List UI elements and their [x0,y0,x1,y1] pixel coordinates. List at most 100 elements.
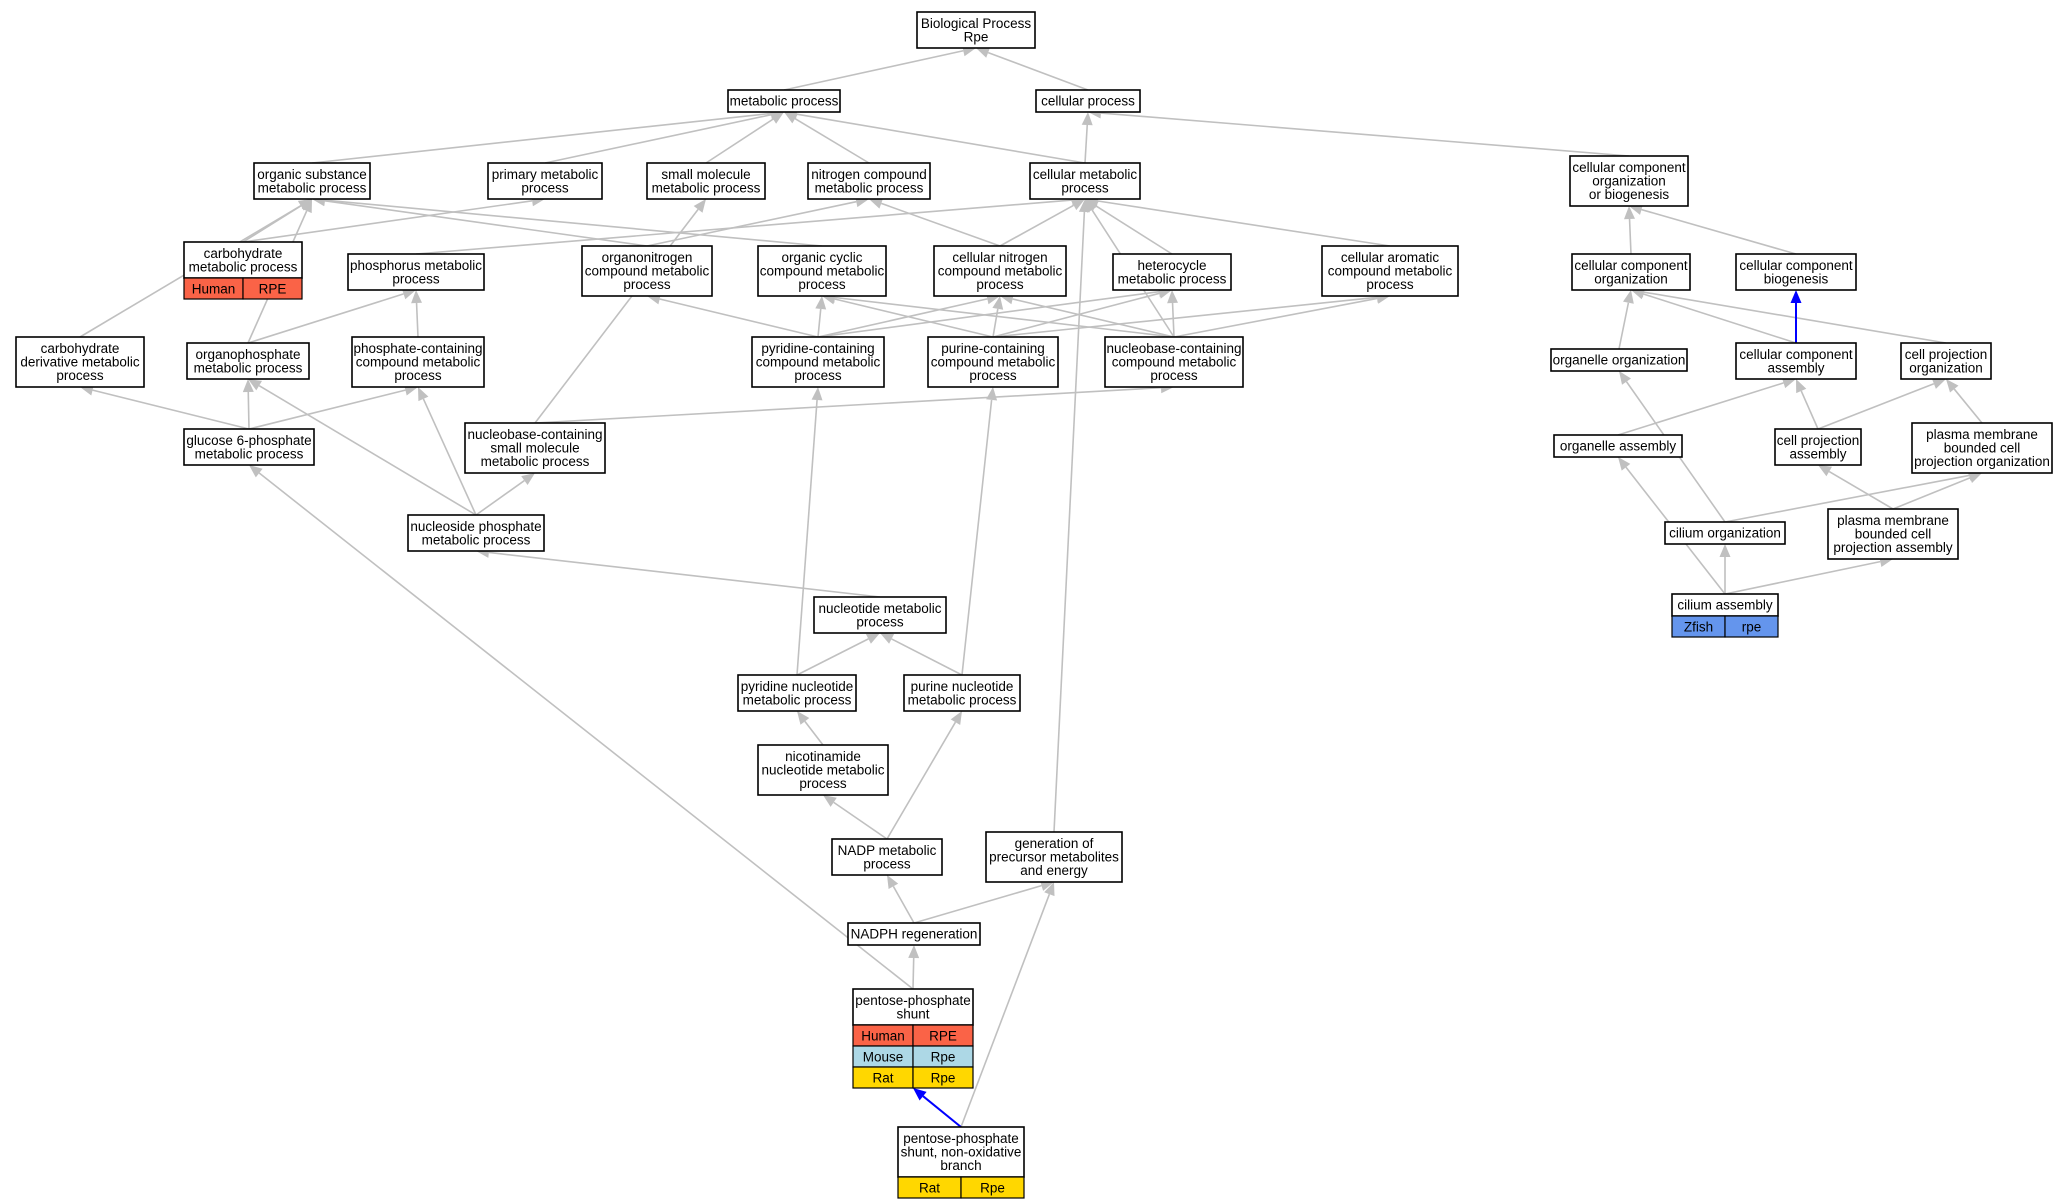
node-label: assembly [1767,360,1824,375]
node-nadph[interactable]: NADPH regeneration [847,922,981,946]
node-label: metabolic process [194,360,303,375]
node-label: organelle assembly [1560,439,1677,454]
node-box [347,253,485,291]
node-box [903,674,1021,712]
edge-nucleotide-to-nucleoside [488,551,881,598]
node-organelleorg[interactable]: organelle organization [1550,348,1688,372]
arrowhead-cellnitrogen-to-nitrogen [869,198,884,209]
node-ciliumorg[interactable]: cilium organization [1664,521,1786,545]
node-box [813,596,947,634]
node-label: compound metabolic [931,355,1056,370]
arrowhead-carbderiv-to-orgsub [298,199,312,211]
node-label: pyridine-containing [761,341,874,356]
edge-cellmet-to-cellular [1084,124,1089,164]
node-label: cellular component [1572,160,1686,175]
node-box [351,336,485,388]
node-label: precursor metabolites [989,850,1119,865]
node-label: assembly [1789,446,1846,461]
node-label: projection organization [1914,454,2050,469]
node-label: compound metabolic [585,264,710,279]
edge-nitrogen-to-metabolic [794,118,870,164]
edge-organelleorg-to-ccorg [1618,302,1630,350]
node-label: organophosphate [195,347,300,362]
node-label: NADPH regeneration [851,927,978,942]
edge-pyrnuc-to-pyridinecont [796,399,818,676]
node-label: organelle organization [1553,353,1686,368]
edge-pps-to-g6p [258,472,914,990]
edge-nucbasecont-to-cellnitrogen [1012,298,1175,338]
node-label: carbohydrate [204,246,283,261]
node-label: NADP metabolic [838,843,937,858]
arrowhead-pps-to-g6p [249,465,263,478]
arrowhead-organophosphate-to-phosphorus [401,288,416,300]
species-tag-rat [960,1176,1025,1199]
edge-cellnitrogen-to-cellmet [999,204,1075,247]
node-metabolic[interactable]: metabolic process [727,89,841,113]
node-label: pentose-phosphate [903,1131,1019,1146]
node-organelleassembly[interactable]: organelle assembly [1553,434,1683,458]
node-box [757,245,887,297]
edge-purinecont-to-heterocycle [992,292,1160,338]
node-box [757,744,889,796]
edge-organonitrogen-to-orgsub [324,200,648,247]
arrowhead-nadp-to-nicotinamide [823,795,837,807]
species-tag-label: Zfish [1684,620,1713,635]
edge-smallmol-to-metabolic [705,118,774,164]
node-label: cellular component [1739,347,1853,362]
node-box [727,89,841,113]
node-label: process [794,368,842,383]
node-label: process [863,856,911,871]
edge-nucbasecont-to-orgcyclic [834,296,1175,338]
node-box [807,162,931,200]
edge-organelleassembly-to-ccassembly [1617,382,1784,436]
species-tag-label: Rat [919,1181,940,1196]
edge-ciliumorg-to-pmbcpo [1724,474,1970,523]
node-cellular[interactable]: cellular process [1035,89,1141,113]
node-box [1911,422,2053,474]
node-box [927,336,1059,388]
edge-orgcyclic-to-orgsub [324,199,823,247]
node-label: organonitrogen [602,250,693,265]
species-tag-zfish [1724,615,1779,638]
edge-ppsnon-to-pps [922,1095,962,1128]
